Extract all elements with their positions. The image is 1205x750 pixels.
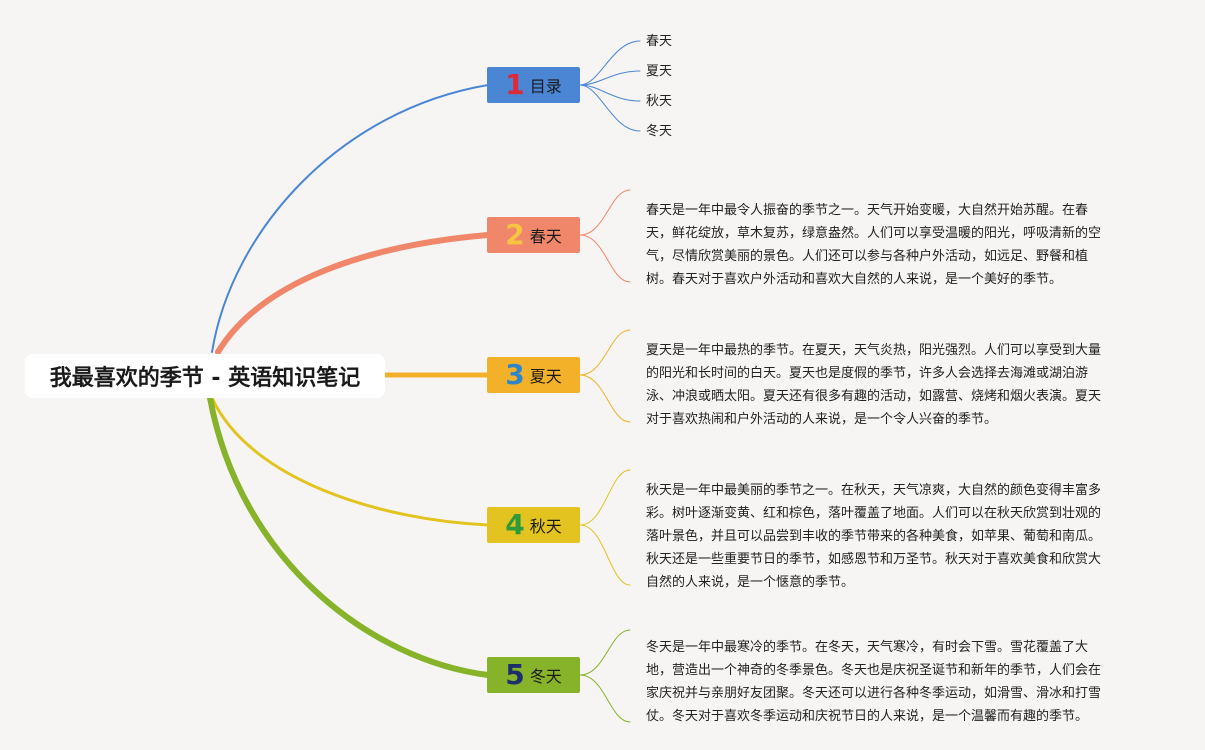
connector-line <box>579 374 631 423</box>
branch-node-spring[interactable]: 2 春天 <box>487 217 580 253</box>
connector-line <box>207 395 491 678</box>
branch-node-winter[interactable]: 5 冬天 <box>487 657 580 693</box>
root-title: 我最喜欢的季节 - 英语知识笔记 <box>49 366 361 391</box>
paragraph-line: 夏天是一年中最热的季节。在夏天，天气炎热，阳光强烈。人们可以享受到大量 <box>646 343 1102 358</box>
branch-node-autumn[interactable]: 4 秋天 <box>487 507 580 543</box>
paragraph-line: 地，营造出一个神奇的冬季景色。冬天也是庆祝圣诞节和新年的季节，人们会在 <box>646 663 1102 678</box>
connector-line <box>579 70 641 86</box>
branch-number: 2 <box>505 218 525 251</box>
connector-line <box>211 84 489 353</box>
toc-item-summer[interactable]: 夏天 <box>646 64 673 79</box>
paragraph-line: 天，鲜花绽放，草木复苏，绿意盎然。人们可以享受温暖的阳光，呼吸清新的空 <box>646 226 1102 241</box>
connector-line <box>579 629 631 676</box>
branch-label: 夏天 <box>529 367 562 386</box>
connector-line <box>579 84 641 102</box>
paragraph-line: 秋天还是一些重要节日的季节，如感恩节和万圣节。秋天对于喜欢美食和欣赏大 <box>646 552 1102 567</box>
branch-number: 3 <box>505 358 525 391</box>
paragraph-line: 彩。树叶逐渐变黄、红和棕色，落叶覆盖了地面。人们可以在秋天欣赏到壮观的 <box>646 506 1102 521</box>
paragraph-line: 对于喜欢热闹和户外活动的人来说，是一个令人兴奋的季节。 <box>646 412 998 427</box>
branch-number: 1 <box>505 68 525 101</box>
branch-node-summer[interactable]: 3 夏天 <box>487 357 580 393</box>
autumn-paragraph[interactable]: 秋天是一年中最美丽的季节之一。在秋天，天气凉爽，大自然的颜色变得丰富多 彩。树叶… <box>646 479 1141 594</box>
connector-line <box>579 234 631 283</box>
toc-item-winter[interactable]: 冬天 <box>646 124 673 139</box>
paragraph-line: 的阳光和长时间的白天。夏天也是度假的季节，许多人会选择去海滩或湖泊游 <box>646 366 1089 381</box>
paragraph-line: 秋天是一年中最美丽的季节之一。在秋天，天气凉爽，大自然的颜色变得丰富多 <box>646 483 1102 498</box>
branch-label: 冬天 <box>529 667 562 686</box>
connector-line <box>579 329 631 376</box>
connector-line <box>579 40 641 86</box>
paragraph-line: 落叶景色，并且可以品尝到丰收的季节带来的各种美食，如苹果、葡萄和南瓜。 <box>646 529 1102 544</box>
connector-line <box>210 396 490 527</box>
root-node[interactable]: 我最喜欢的季节 - 英语知识笔记 <box>25 354 385 398</box>
paragraph-line: 家庆祝并与亲朋好友团聚。冬天还可以进行各种冬季运动，如滑雪、滑冰和打雪 <box>646 686 1102 701</box>
branch-label: 目录 <box>529 77 562 96</box>
paragraph-line: 冬天是一年中最寒冷的季节。在冬天，天气寒冷，有时会下雪。雪花覆盖了大 <box>646 640 1089 655</box>
connector-line <box>579 469 631 526</box>
branch-label: 春天 <box>529 227 562 246</box>
paragraph-line: 泳、冲浪或晒太阳。夏天还有很多有趣的活动，如露营、烧烤和烟火表演。夏天 <box>646 389 1102 404</box>
paragraph-line: 春天是一年中最令人振奋的季节之一。天气开始变暖，大自然开始苏醒。在春 <box>646 203 1089 218</box>
connector-line <box>579 84 641 132</box>
connector-line <box>579 674 631 723</box>
paragraph-line: 气，尽情欣赏美丽的景色。人们还可以参与各种户外活动，如远足、野餐和植 <box>646 249 1089 264</box>
branch-label: 秋天 <box>529 517 562 536</box>
branch-number: 5 <box>505 658 525 691</box>
toc-item-autumn[interactable]: 秋天 <box>646 94 673 109</box>
branch-number: 4 <box>505 508 525 541</box>
paragraph-line: 仗。冬天对于喜欢冬季运动和庆祝节日的人来说，是一个温馨而有趣的季节。 <box>646 709 1089 724</box>
connector-line <box>579 524 631 586</box>
paragraph-line: 自然的人来说，是一个惬意的季节。 <box>646 575 855 590</box>
winter-paragraph[interactable]: 冬天是一年中最寒冷的季节。在冬天，天气寒冷，有时会下雪。雪花覆盖了大 地，营造出… <box>646 636 1141 728</box>
spring-paragraph[interactable]: 春天是一年中最令人振奋的季节之一。天气开始变暖，大自然开始苏醒。在春 天，鲜花绽… <box>646 199 1141 291</box>
toc-item-spring[interactable]: 春天 <box>646 34 673 49</box>
summer-paragraph[interactable]: 夏天是一年中最热的季节。在夏天，天气炎热，阳光强烈。人们可以享受到大量 的阳光和… <box>646 339 1141 431</box>
connector-line <box>215 232 491 355</box>
branch-node-toc[interactable]: 1 目录 <box>487 67 580 103</box>
connector-line <box>579 189 631 236</box>
paragraph-line: 树。春天对于喜欢户外活动和喜欢大自然的人来说，是一个美好的季节。 <box>646 272 1063 287</box>
